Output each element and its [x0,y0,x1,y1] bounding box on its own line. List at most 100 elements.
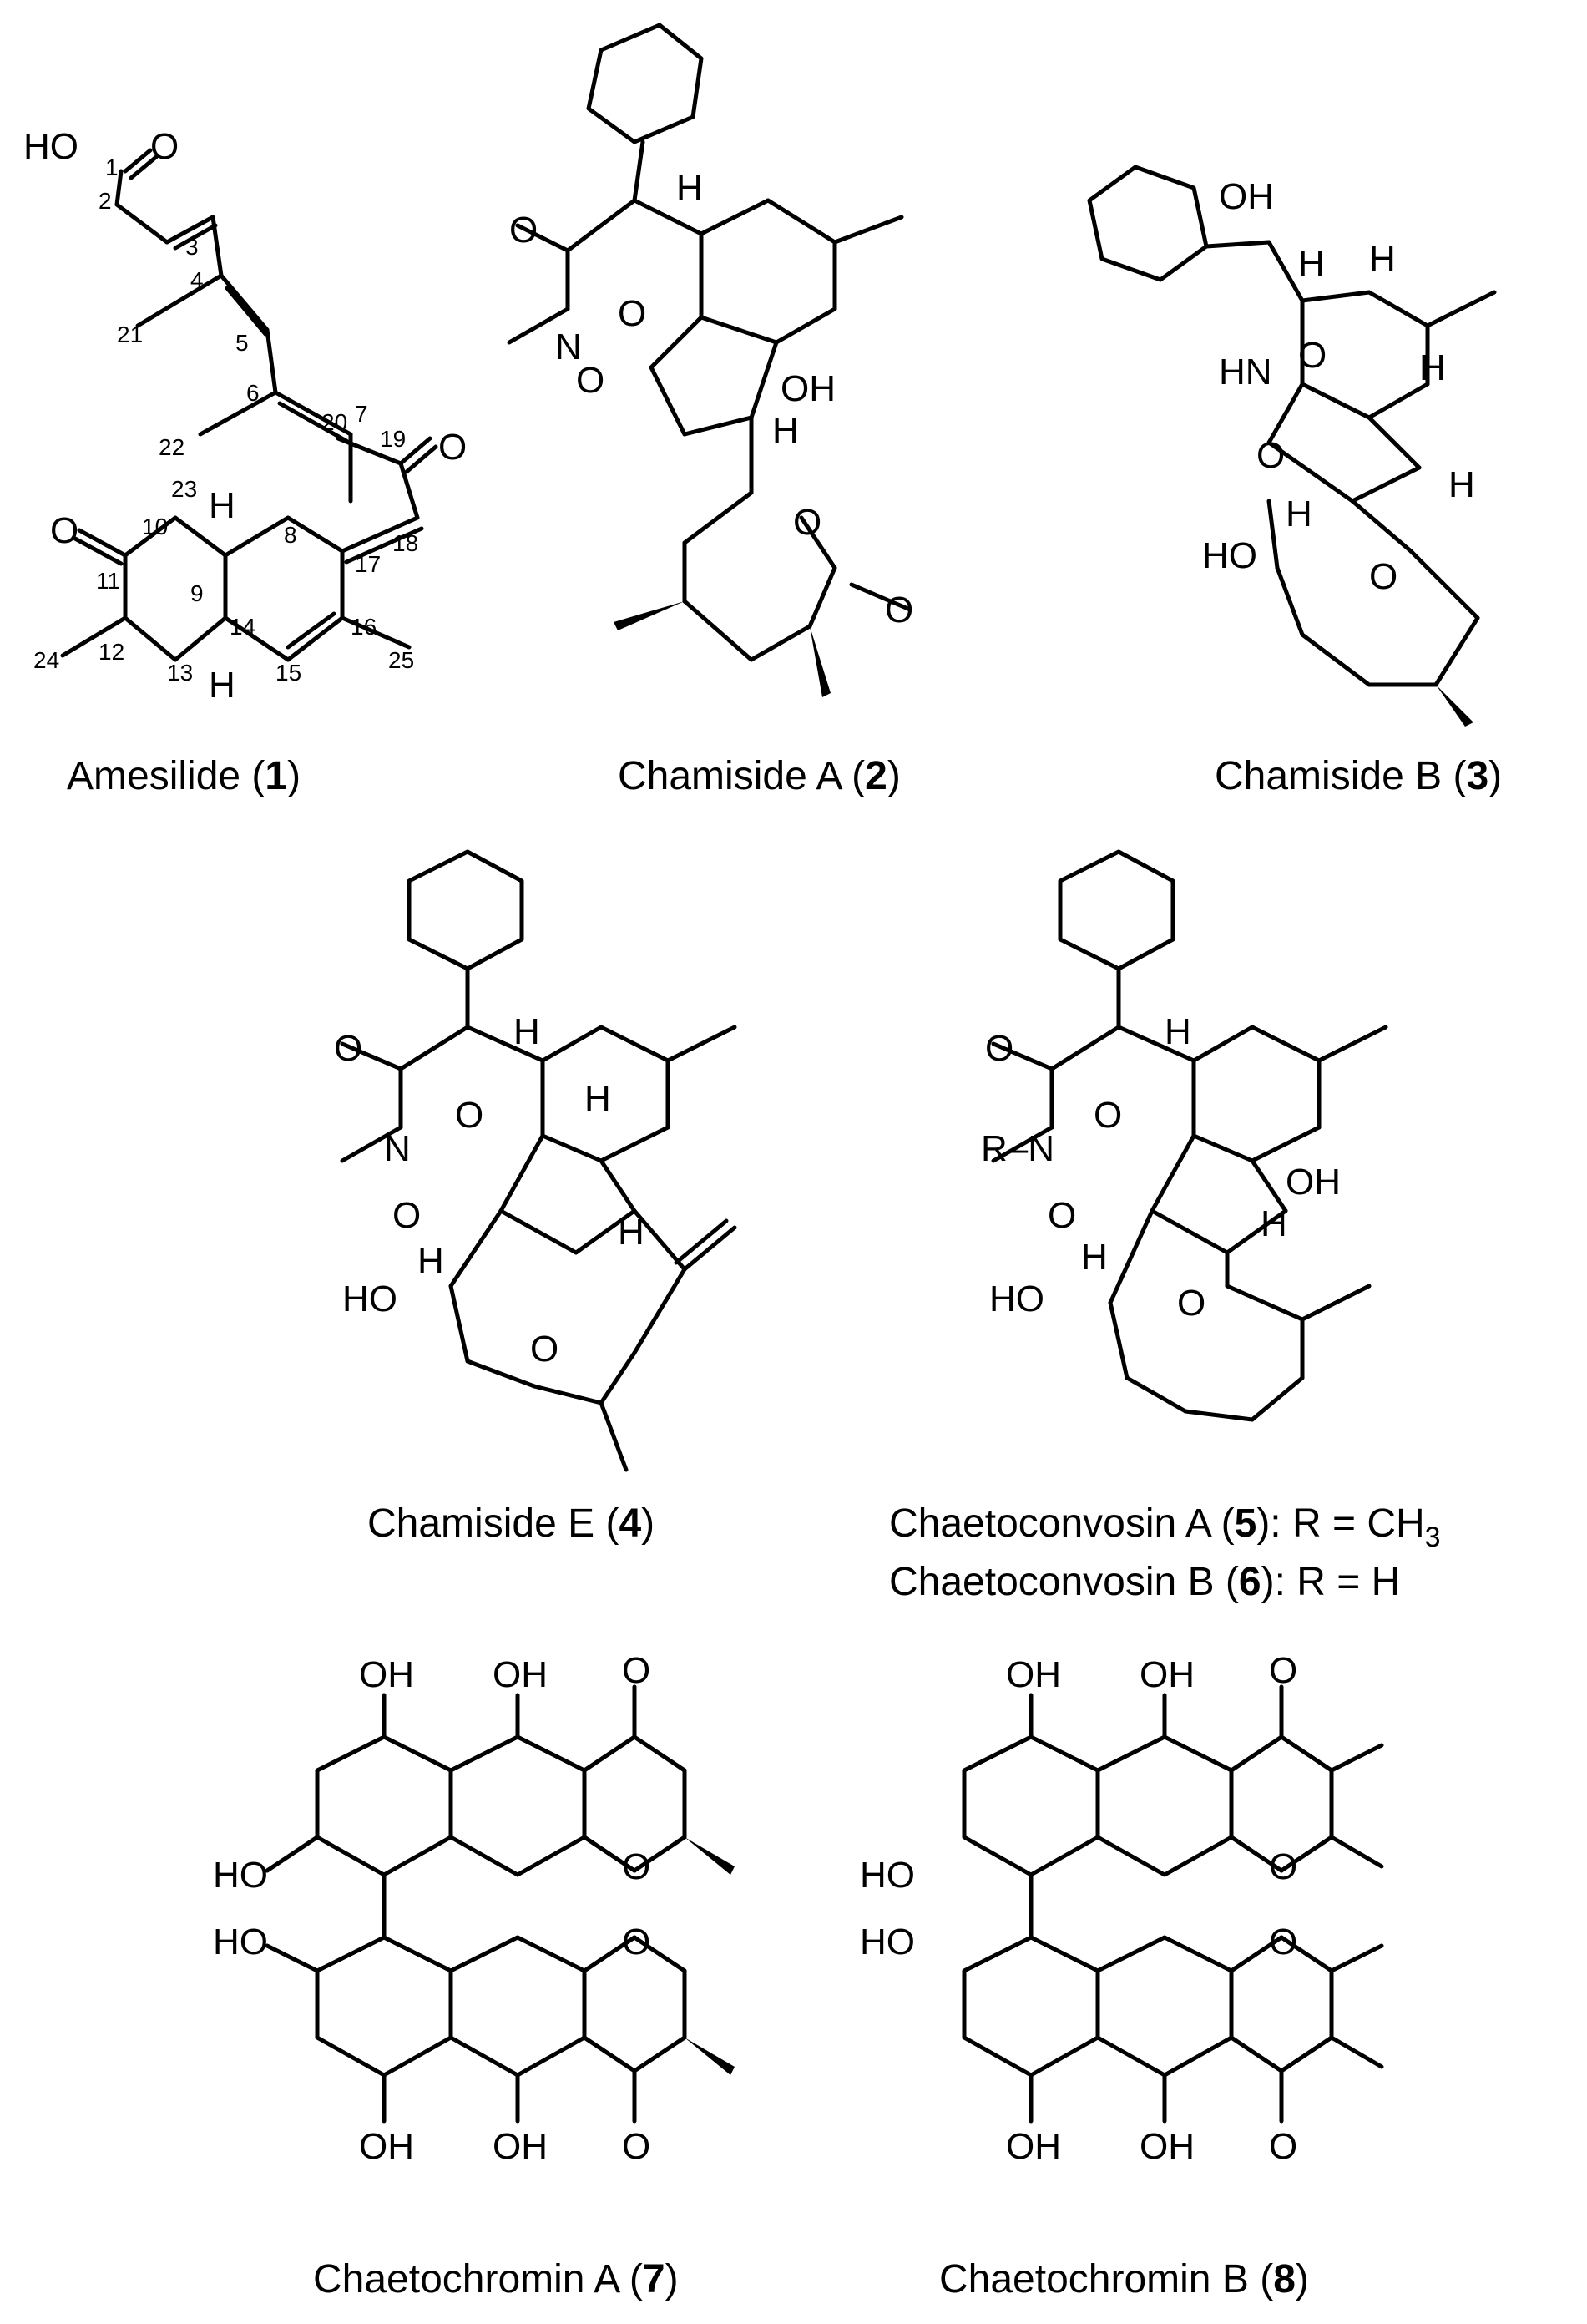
atom-label-o: O [622,2126,650,2167]
atom-label-o: O [1269,1846,1297,1887]
atom-label-ho: HO [860,1921,915,1962]
atom-label-h: H [1448,464,1475,505]
locant-18: 18 [392,530,418,556]
structure-chaetochromin-a: OH OH O HO O HO O OH OH O [213,1650,735,2167]
atom-label-o: O [885,590,913,630]
atom-label-ho: HO [1202,535,1257,576]
atom-label-oh: OH [781,368,836,409]
atom-label-n: N [384,1128,411,1169]
locant-7: 7 [355,401,368,427]
atom-label-ho: HO [860,1855,915,1896]
locant-12: 12 [99,639,124,665]
atom-label-oh: OH [1140,2126,1195,2167]
locant-11: 11 [96,568,120,594]
atom-label-o: O [438,427,467,468]
atom-label-oh: OH [1219,176,1274,217]
locant-23: 23 [171,476,197,502]
atom-label-o: O [1269,1650,1297,1691]
structure-amesilide: HO O [23,126,467,706]
atom-label-h: H [1419,347,1446,388]
locant-9: 9 [190,580,204,606]
atom-label-o: O [576,360,604,401]
atom-label-h: H [584,1078,611,1119]
atom-label-h: H [1286,494,1312,534]
atom-label-o: O [1256,435,1285,476]
atom-label-h: H [1261,1203,1287,1244]
atom-label-o: O [530,1329,558,1370]
locant-6: 6 [246,380,260,406]
atom-label-h: H [676,168,703,209]
atom-label-o: O [622,1650,650,1691]
atom-label-o: O [1269,2126,1297,2167]
atom-label-oh: OH [1006,2126,1061,2167]
atom-label-o: O [334,1028,362,1069]
atom-label-o: O [50,510,78,551]
locant-5: 5 [235,330,249,356]
caption-amesilide: Amesilide (1) [67,754,301,798]
atom-label-h: H [209,665,235,706]
atom-label-h: H [417,1241,444,1282]
locant-3: 3 [185,234,199,260]
locant-17: 17 [355,551,381,577]
atom-label-ho: HO [213,1855,268,1896]
atom-label-h: H [618,1212,644,1253]
atom-label-h: H [772,410,799,451]
atom-label-o: O [1094,1095,1122,1136]
atom-label-o: O [455,1095,483,1136]
atom-label-h: H [1081,1237,1108,1278]
atom-label-r-n: R–N [981,1128,1054,1169]
atom-label-o: O [1048,1195,1076,1236]
locant-4: 4 [190,267,204,293]
caption-chaetochromin-a: Chaetochromin A (7) [313,2257,679,2301]
locant-25: 25 [388,647,414,673]
locant-21: 21 [117,322,143,347]
atom-label-oh: OH [493,2126,548,2167]
atom-label-ho: HO [23,126,78,167]
atom-label-oh: OH [359,1654,414,1695]
atom-label-h: H [1369,239,1396,280]
structure-chaetochromin-b: OH OH O HO O HO O OH OH O [860,1650,1384,2167]
atom-label-o: O [509,210,538,251]
atom-label-oh: OH [493,1654,548,1695]
atom-label-o: O [1177,1283,1205,1324]
atom-label-ho: HO [989,1278,1044,1319]
atom-label-oh: OH [1286,1162,1341,1203]
atom-label-o: O [793,502,821,543]
atom-label-hn: HN [1219,352,1272,392]
locant-19: 19 [380,426,406,452]
atom-label-ho: HO [342,1278,397,1319]
atom-label-o: O [1369,556,1397,597]
caption-chamiside-a: Chamiside A (2) [618,754,901,798]
atom-label-n: N [555,327,582,367]
structure-chamiside-a: O N O O OH H H O O [507,23,913,697]
locant-2: 2 [99,188,112,214]
atom-label-h: H [209,485,235,526]
caption-chaetoconvosin-b: Chaetoconvosin B (6): R = H [889,1560,1400,1604]
caption-chamiside-e: Chamiside E (4) [367,1501,655,1546]
atom-label-o: O [392,1195,421,1236]
locant-24: 24 [33,647,59,673]
atom-label-h: H [1298,243,1325,284]
atom-label-o: O [622,1846,650,1887]
locant-20: 20 [321,409,347,435]
atom-label-o: O [985,1028,1013,1069]
locant-10: 10 [142,514,168,539]
atom-label-ho: HO [213,1921,268,1962]
atom-label-o: O [1298,335,1327,376]
atom-label-h: H [513,1011,540,1052]
structure-chamiside-b: OH HN O O HO O H H H H H [1087,165,1497,727]
atom-label-o: O [622,1921,650,1962]
caption-chaetoconvosin-a: Chaetoconvosin A (5): R = CH3 [889,1501,1441,1553]
locant-22: 22 [159,434,184,460]
locant-13: 13 [167,660,193,686]
locant-8: 8 [284,522,297,548]
atom-label-o: O [618,293,646,334]
structure-chaetoconvosin: O R–N O O OH HO O H H H [981,849,1388,1422]
locant-15: 15 [275,660,301,686]
locant-1: 1 [105,154,119,180]
structure-chamiside-e: O N O O HO O H H H H [334,849,737,1472]
locant-14: 14 [230,614,255,640]
atom-label-oh: OH [1006,1654,1061,1695]
atom-label-oh: OH [1140,1654,1195,1695]
